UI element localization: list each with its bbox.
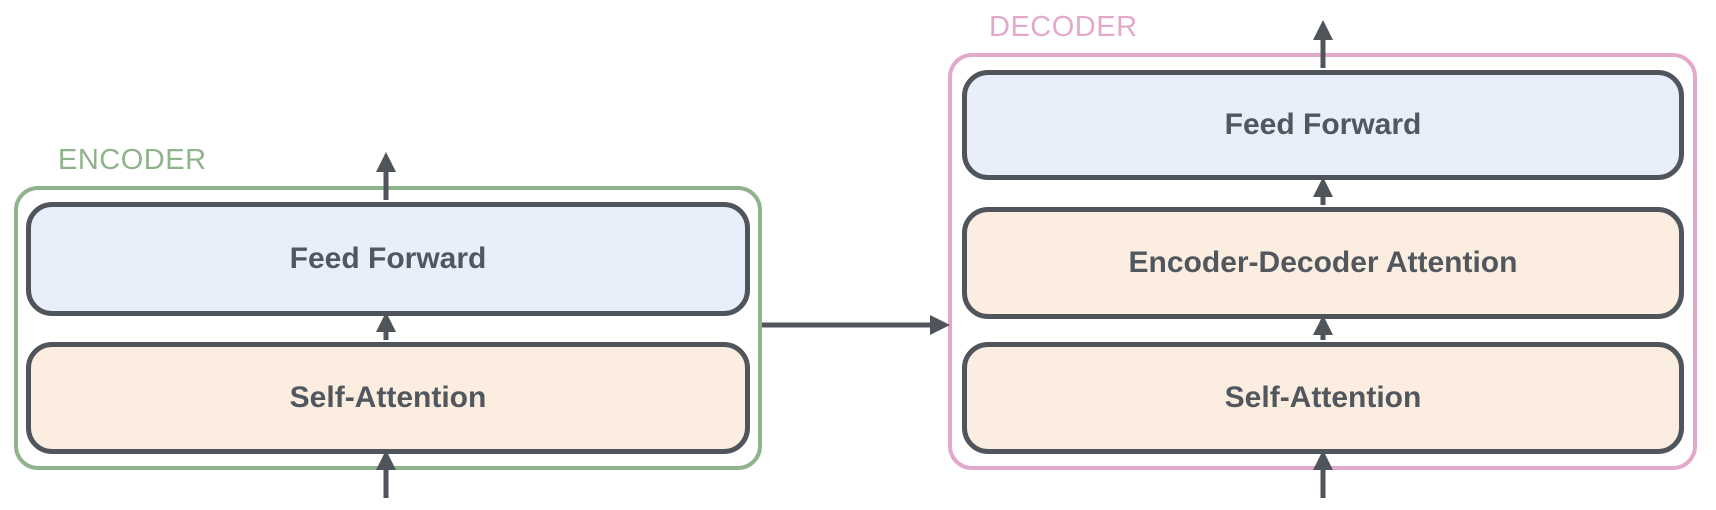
decoder-feed-forward-label: Feed Forward <box>1224 108 1422 141</box>
decoder-self-attention-box: Self-Attention <box>962 342 1684 454</box>
encoder-feed-forward-label: Feed Forward <box>289 242 487 275</box>
decoder-label: DECODER <box>989 11 1138 43</box>
decoder-encoder-decoder-attention-label: Encoder-Decoder Attention <box>1128 246 1518 279</box>
encoder-label: ENCODER <box>58 144 207 176</box>
decoder-encoder-decoder-attention-box: Encoder-Decoder Attention <box>962 207 1684 319</box>
encoder-feed-forward-box: Feed Forward <box>26 202 750 316</box>
decoder-self-attention-label: Self-Attention <box>1224 381 1422 414</box>
encoder-self-attention-label: Self-Attention <box>289 381 487 414</box>
decoder-feed-forward-box: Feed Forward <box>962 70 1684 180</box>
encoder-self-attention-box: Self-Attention <box>26 342 750 454</box>
